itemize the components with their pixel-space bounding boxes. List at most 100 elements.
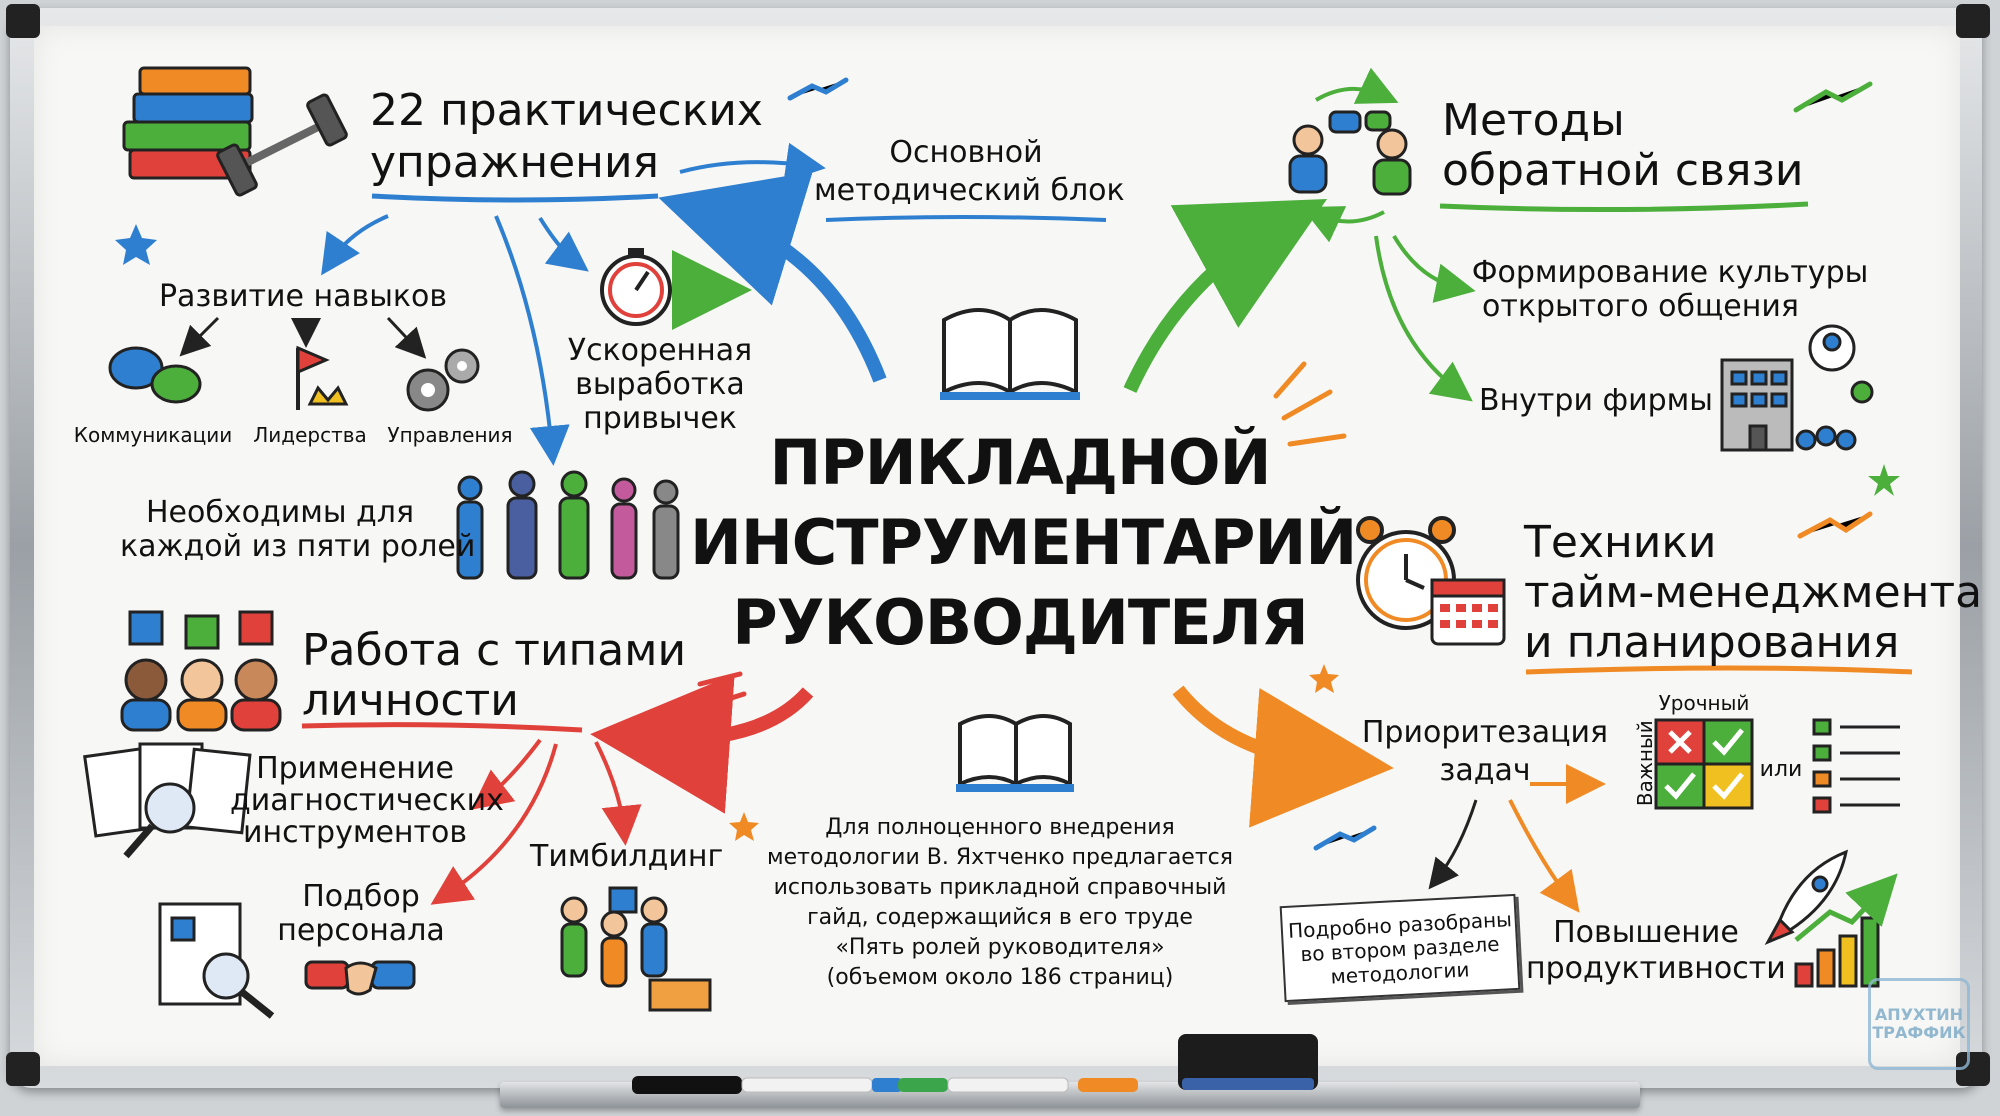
prioritization-line-2: задач	[1439, 753, 1531, 788]
exercises-title-line-2: упражнения	[370, 137, 660, 188]
important-label: Важный	[1632, 720, 1657, 807]
guide-line-3: использовать прикладной справочный	[773, 875, 1227, 900]
eisenhower-matrix-icon	[1654, 718, 1754, 810]
feedback-title-line-2: обратной связи	[1442, 145, 1804, 196]
time-title-line-3: и планирования	[1524, 617, 1900, 668]
title-underline	[1439, 201, 1809, 213]
title-underline	[371, 193, 659, 203]
office-building-icon	[1720, 358, 1794, 452]
star-decoration	[1309, 664, 1339, 693]
teambuilding-label: Тимбилдинг	[530, 839, 724, 874]
diverse-people-icon	[120, 658, 282, 732]
arrow	[1374, 235, 1473, 402]
arrow	[1428, 799, 1478, 890]
urgent-label: Урочный	[1658, 691, 1750, 715]
habits-line-1: Ускоренная	[567, 333, 753, 368]
guide-line-2: методологии В. Яхтченко предлагается	[767, 845, 1233, 870]
culture-line-2: открытого общения	[1482, 289, 1799, 324]
arrow	[679, 142, 826, 183]
frame-corner	[1956, 4, 1990, 38]
puzzle-pieces-icon	[128, 610, 274, 650]
center-title-line-2: ИНСТРУМЕНТАРИЙ	[690, 506, 1357, 579]
center-title-line-3: РУКОВОДИТЕЛЯ	[732, 586, 1309, 659]
habits-line-3: привычек	[583, 401, 737, 436]
guide-line-5: «Пять ролей руководителя»	[835, 935, 1165, 960]
time-title-line-1: Техники	[1524, 517, 1717, 568]
arrow	[471, 738, 542, 810]
frame-corner	[6, 4, 40, 38]
whiteboard-surface	[34, 26, 1960, 1066]
title-underline	[301, 722, 583, 733]
arrow	[590, 674, 814, 814]
arrow	[321, 214, 389, 276]
arrow	[1123, 198, 1328, 393]
watermark-line-1: АПУХТИН	[1874, 1004, 1964, 1024]
spark-decoration	[1793, 81, 1873, 113]
arrow	[538, 216, 589, 272]
team-network-icon	[1795, 324, 1874, 451]
center-title-line-1: ПРИКЛАДНОЙ	[769, 426, 1271, 499]
arrow	[1172, 685, 1394, 828]
personality-title-line-2: личности	[302, 675, 519, 726]
star-decoration	[729, 812, 759, 841]
calendar-icon	[1430, 578, 1506, 646]
title-underline	[825, 215, 1107, 222]
inside-company-label: Внутри фирмы	[1478, 383, 1713, 418]
guide-line-4: гайд, содержащийся в его труде	[807, 905, 1193, 930]
feedback-people-icon	[1288, 67, 1412, 243]
skill-management: Управления	[387, 423, 513, 447]
exercises-title-line-1: 22 практических	[370, 85, 763, 136]
spark-decoration	[1273, 361, 1873, 539]
method-block-line-2: методический блок	[814, 173, 1125, 208]
rocket-icon	[1764, 849, 1849, 946]
arrow	[658, 171, 887, 383]
diagnostics-line-2: диагностических	[230, 783, 504, 818]
star-decoration	[115, 224, 157, 265]
productivity-line-1: Повышение	[1553, 915, 1739, 950]
teamwork-icon	[560, 886, 712, 1012]
roles-line-1: Необходимы для	[145, 495, 415, 530]
hiring-line-2: персонала	[277, 913, 445, 948]
alarm-clock-icon	[1356, 516, 1456, 630]
guide-line-1: Для полноценного внедрения	[825, 815, 1175, 840]
profile-documents-icon	[83, 742, 252, 859]
gears-icon	[406, 348, 480, 412]
watermark-line-2: ТРАФФИК	[1872, 1023, 1966, 1042]
arrow	[594, 741, 642, 846]
skill-communication: Коммуникации	[73, 423, 233, 447]
productivity-line-2: продуктивности	[1526, 951, 1786, 986]
arrow	[386, 316, 427, 359]
skill-leadership: Лидерства	[253, 423, 367, 447]
habits-line-2: выработка	[575, 367, 745, 402]
culture-line-1: Формирование культуры	[1471, 255, 1869, 290]
time-title-line-2: тайм-менеджмента	[1524, 567, 1983, 618]
frame-corner	[6, 1052, 40, 1086]
stopwatch-icon	[600, 248, 752, 330]
skills-label: Развитие навыков	[158, 279, 448, 314]
prioritization-line-1: Приоритезация	[1361, 715, 1609, 750]
watermark-logo: АПУХТИН ТРАФФИК	[1868, 978, 1970, 1070]
five-roles-people-icon	[456, 470, 680, 580]
diagnostics-line-3: инструментов	[242, 815, 468, 850]
arrow	[1508, 799, 1580, 913]
spark-decoration	[787, 77, 1377, 851]
guide-line-6: (объемом около 186 страниц)	[826, 965, 1174, 990]
arrow	[430, 743, 558, 905]
diagnostics-line-1: Применение	[256, 751, 454, 786]
feedback-title-line-1: Методы	[1442, 95, 1625, 146]
flag-crown-icon	[296, 345, 349, 410]
spark-decoration	[697, 671, 747, 709]
hiring-line-1: Подбор	[302, 879, 420, 914]
personality-title-line-1: Работа с типами	[302, 625, 687, 676]
method-block-line-1: Основной	[889, 135, 1043, 170]
or-label: или	[1759, 757, 1803, 782]
arrow	[494, 215, 570, 466]
arrow	[179, 316, 220, 357]
markers	[632, 1034, 1318, 1094]
handshake-icon	[304, 960, 416, 996]
arrow	[1392, 234, 1476, 303]
chat-bubbles-icon	[108, 346, 202, 404]
title-underline	[1525, 665, 1913, 675]
